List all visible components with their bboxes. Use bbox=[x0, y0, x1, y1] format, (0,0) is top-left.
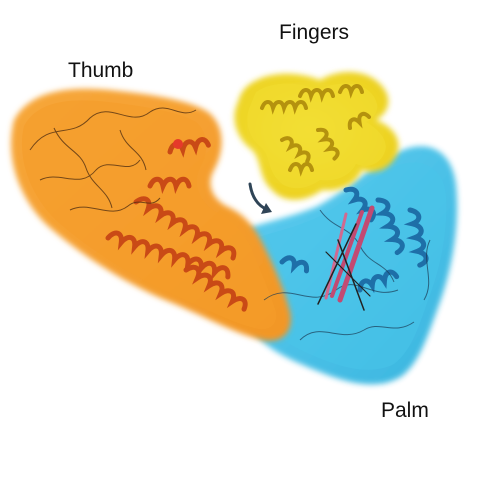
thumb-label: Thumb bbox=[68, 59, 133, 83]
palm-label: Palm bbox=[381, 399, 429, 423]
thumb-residue-marker bbox=[173, 139, 183, 149]
curved-arrow bbox=[250, 184, 272, 214]
fingers-label: Fingers bbox=[279, 21, 349, 45]
